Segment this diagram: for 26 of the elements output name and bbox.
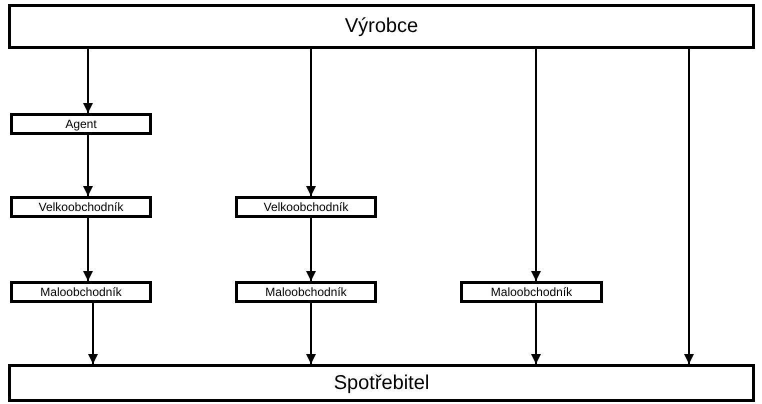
box-label: Velkoobchodník <box>38 200 124 214</box>
box-label: Maloobchodník <box>490 285 572 299</box>
box-label: Agent <box>65 117 97 131</box>
process-box <box>10 281 152 303</box>
arrow <box>531 49 541 281</box>
process-box <box>8 364 755 402</box>
arrow <box>684 49 694 364</box>
arrow <box>83 218 93 281</box>
box-label: Spotřebitel <box>334 372 430 394</box>
process-box <box>10 113 152 135</box>
arrow <box>531 303 541 364</box>
box-label: Maloobchodník <box>265 285 347 299</box>
process-box <box>8 4 755 49</box>
arrow <box>83 49 93 113</box>
arrow <box>306 49 316 196</box>
process-box <box>460 281 603 303</box>
process-box <box>235 281 377 303</box>
arrow <box>83 135 93 196</box>
process-box <box>235 196 377 218</box>
arrow <box>306 303 316 364</box>
arrow <box>88 303 98 364</box>
arrow <box>306 218 316 281</box>
box-label: Výrobce <box>344 15 418 38</box>
box-label: Velkoobchodník <box>264 200 348 214</box>
box-label: Maloobchodník <box>40 285 122 299</box>
process-box <box>10 196 152 218</box>
